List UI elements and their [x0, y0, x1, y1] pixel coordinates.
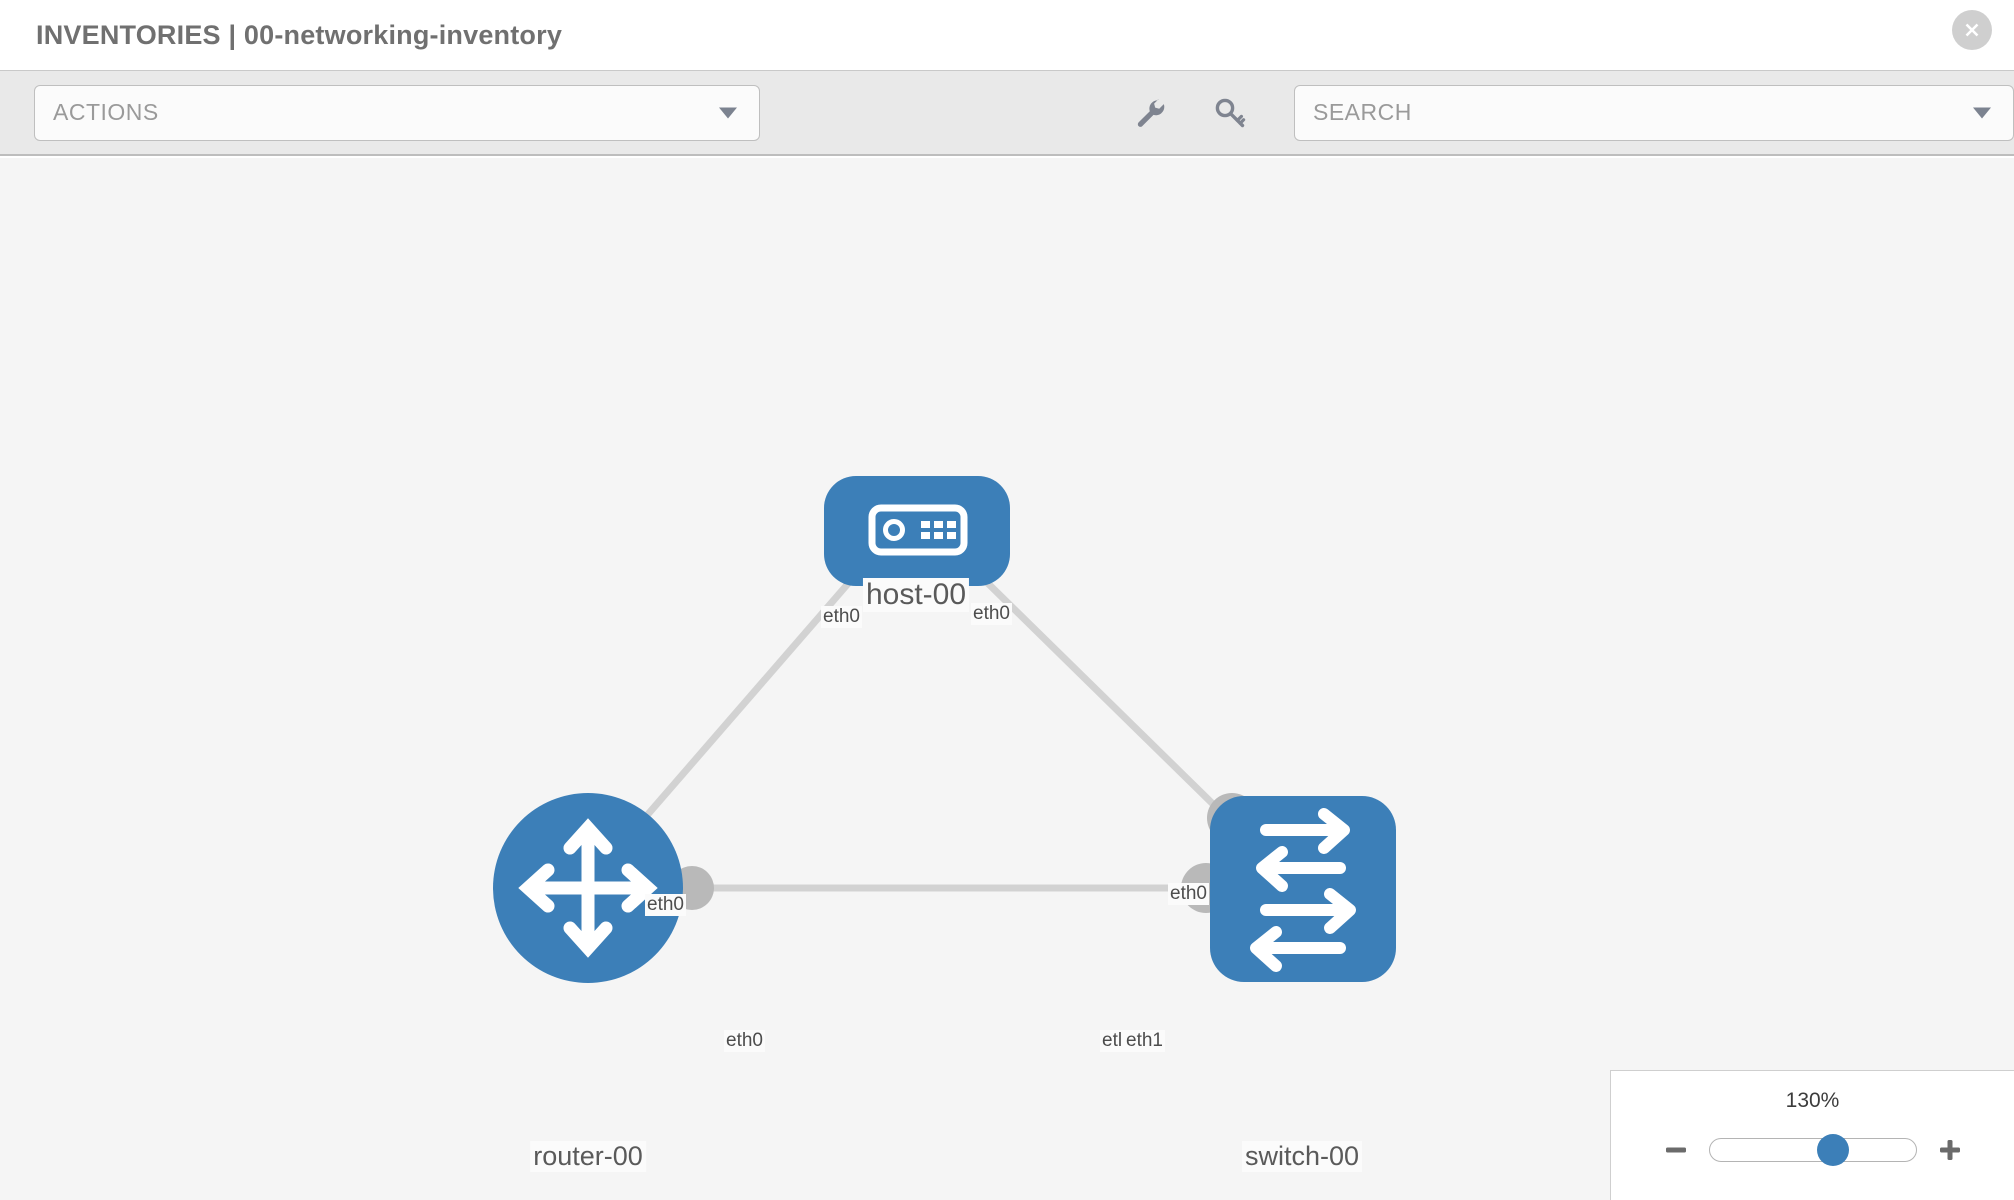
actions-dropdown-label: ACTIONS — [53, 99, 159, 125]
iface-label-switch-partial: etl — [1100, 1030, 1125, 1052]
iface-label-switch-eth1: eth1 — [1124, 1030, 1165, 1052]
node-switch-00[interactable] — [1210, 796, 1396, 982]
zoom-slider-handle[interactable] — [1817, 1134, 1850, 1166]
node-router-00[interactable] — [493, 793, 683, 983]
page-title: INVENTORIES | 00-networking-inventory — [36, 19, 563, 50]
iface-label-host-left: eth0 — [821, 606, 862, 628]
node-label-host-00: host-00 — [862, 578, 970, 612]
switch-arrows-icon — [1250, 808, 1356, 972]
toolbar-icons — [1130, 93, 1250, 133]
close-icon[interactable] — [1952, 10, 1992, 50]
zoom-in-button[interactable] — [1933, 1133, 1967, 1167]
link-host-router[interactable] — [607, 553, 875, 861]
node-label-router-00: router-00 — [530, 1141, 646, 1172]
node-host-00[interactable] — [824, 476, 1010, 586]
page-header: INVENTORIES | 00-networking-inventory — [0, 0, 2014, 70]
key-icon[interactable] — [1210, 93, 1250, 133]
zoom-slider[interactable] — [1708, 1134, 1917, 1166]
wrench-icon[interactable] — [1130, 93, 1170, 133]
iface-label-router-uplink: eth0 — [645, 894, 686, 916]
topology-graph — [493, 476, 1396, 983]
zoom-control-panel: 130% — [1610, 1070, 2014, 1200]
zoom-slider-row — [1611, 1127, 2014, 1173]
zoom-out-button[interactable] — [1659, 1133, 1693, 1167]
topology-canvas[interactable]: host-00 router-00 switch-00 eth0 eth0 et… — [0, 158, 2014, 1200]
iface-label-router-eth0: eth0 — [724, 1030, 765, 1052]
zoom-level-value: 130% — [1785, 1089, 1840, 1112]
server-icon — [868, 504, 968, 556]
toolbar: ACTIONS — [0, 70, 2014, 156]
actions-dropdown[interactable]: ACTIONS — [34, 84, 760, 141]
iface-label-host-right: eth0 — [971, 603, 1012, 625]
node-label-switch-00: switch-00 — [1241, 1141, 1363, 1172]
router-arrows-icon — [518, 818, 658, 958]
search-input[interactable] — [1313, 99, 2013, 126]
iface-label-switch-uplink: eth0 — [1168, 883, 1209, 905]
chevron-down-icon[interactable] — [1973, 107, 1991, 118]
search-box[interactable] — [1294, 84, 2014, 141]
chevron-down-icon — [719, 107, 737, 118]
